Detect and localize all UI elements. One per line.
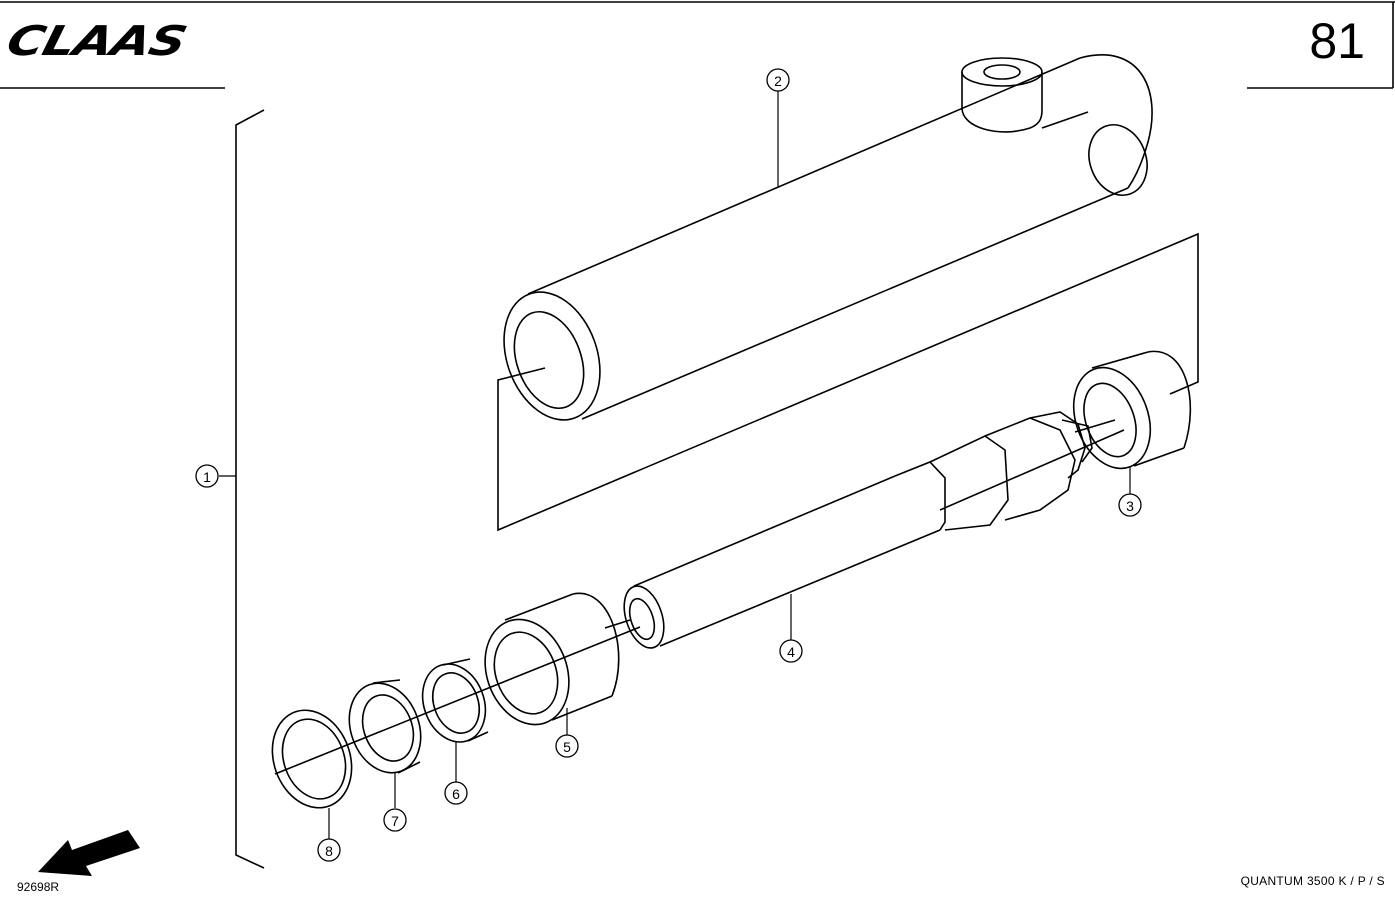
ring-6 [421,658,489,743]
assembly-bracket [235,109,265,869]
callout-label-1: 1 [203,469,211,485]
callout-label-7: 7 [391,813,399,829]
callout-label-4: 4 [787,644,795,660]
cylinder-tube [503,54,1153,421]
callout-label-8: 8 [325,843,333,859]
callout-circles [195,68,1142,862]
callout-circle-3 [1118,493,1142,517]
model-designation: QUANTUM 3500 K / P / S [1240,874,1385,888]
callout-label-3: 3 [1126,498,1134,514]
callout-label-5: 5 [563,739,571,755]
callout-label-2: 2 [774,73,782,89]
assembly-guide-line [497,232,1199,532]
piston-seal [1072,350,1192,470]
direction-arrow-icon [38,830,140,876]
leader-lines [219,90,1131,839]
piston-rod [623,411,1093,649]
callout-circle-2 [766,68,790,92]
callout-circle-4 [779,639,803,663]
callout-circle-1 [195,464,219,488]
center-axis-line [274,429,1125,775]
callout-circle-6 [444,781,468,805]
page-number: 81 [1309,13,1365,69]
callout-circle-8 [317,838,341,862]
border-lines [0,1,1395,89]
callout-label-6: 6 [452,786,460,802]
guide-bush [484,592,631,726]
drawing-id: 92698R [17,880,60,894]
callout-circle-7 [383,808,407,832]
callout-circle-5 [555,734,579,758]
